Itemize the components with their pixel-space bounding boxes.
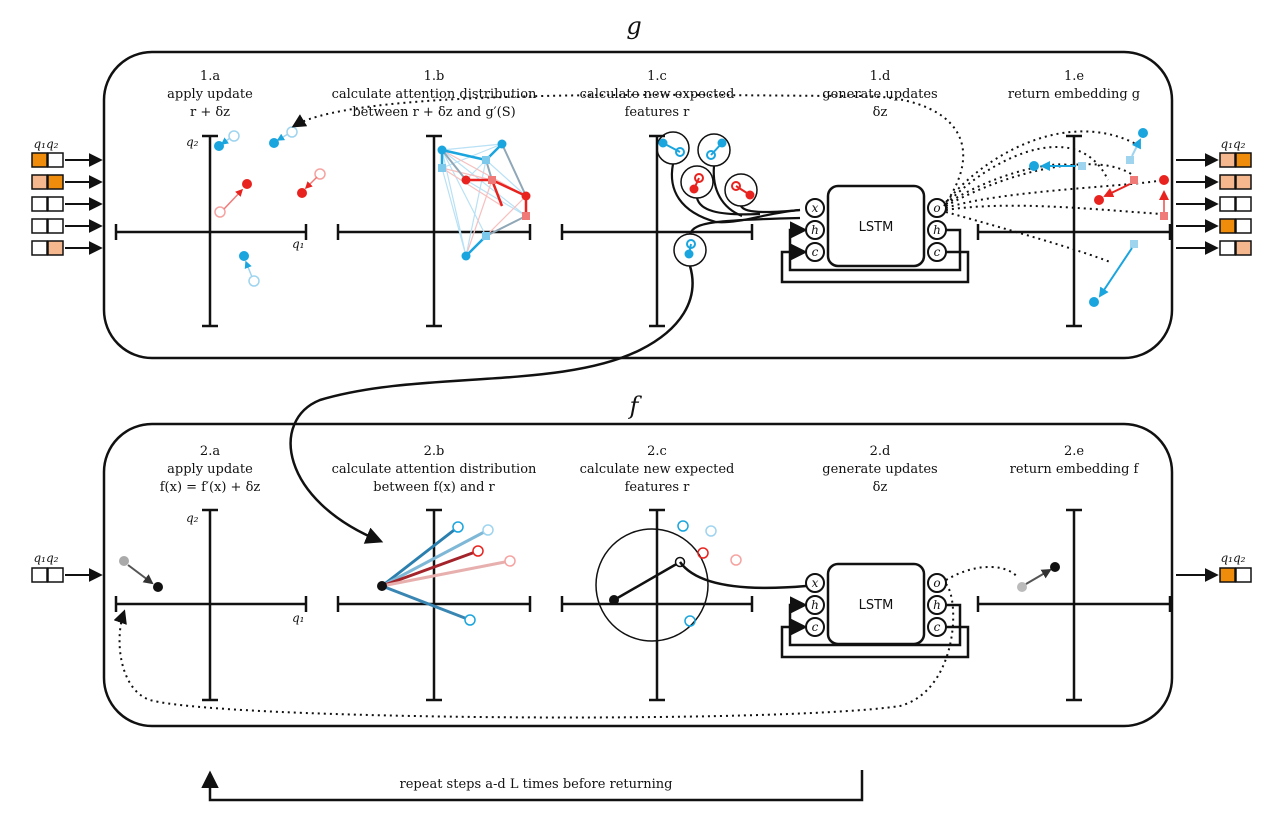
repeat-text: repeat steps a-d L times before returnin… (400, 777, 673, 792)
lstm-in-c-f: c (812, 620, 819, 634)
step-1d-line1: generate updates (822, 87, 937, 102)
step-1b-line1: calculate attention distribution (332, 87, 537, 102)
axes-2e (976, 508, 1172, 702)
output-2e (945, 562, 1060, 592)
attention-web-1b (437, 139, 531, 261)
lstm-block-f: LSTM x h c o h c (780, 562, 970, 659)
step-2c-line1: calculate new expected (580, 462, 735, 477)
step-1e-line1: return embedding g (1008, 87, 1140, 102)
lstm-in-x-f: x (812, 576, 819, 590)
io-header-in-g: q₁q₂ (34, 137, 59, 151)
io-vectors-g: q₁q₂ q₁q₂ (31, 137, 1252, 256)
axes-2a (114, 508, 308, 702)
lstm-out-o-f: o (933, 576, 940, 590)
step-1c-id: 1.c (647, 69, 667, 84)
axes-1e (976, 134, 1172, 328)
axes-2c (560, 508, 754, 702)
step-2b-line1: calculate attention distribution (332, 462, 537, 477)
title-f: f (628, 392, 643, 420)
step-1a-id: 1.a (200, 69, 220, 84)
step-2e-id: 2.e (1064, 444, 1084, 459)
step-2c-id: 2.c (647, 444, 667, 459)
axes-1c (560, 134, 754, 328)
lstm-label-f: LSTM (859, 598, 894, 613)
axes-1b (336, 134, 532, 328)
step-2a-line2: f(x) = f′(x) + δz (160, 480, 261, 495)
step-labels-f: 2.a apply update f(x) = f′(x) + δz 2.b c… (160, 444, 1140, 495)
attention-rays-2b (377, 521, 516, 626)
step-2d-line1: generate updates (822, 462, 937, 477)
axis-label-q1-2a: q₁ (292, 611, 305, 625)
outputs-1e (945, 128, 1169, 307)
step-1d-line2: δz (873, 105, 888, 120)
feedback-loop-g (291, 93, 965, 207)
step-2d-id: 2.d (870, 444, 891, 459)
lstm-label-g: LSTM (859, 220, 894, 235)
axis-label-q2-1a: q₂ (186, 135, 199, 149)
step-1a-line2: r + δz (190, 105, 230, 120)
step-2b-id: 2.b (424, 444, 445, 459)
axes-1a (114, 134, 308, 328)
lstm-out-h-f: h (933, 598, 941, 612)
repeat-bracket: repeat steps a-d L times before returnin… (201, 770, 864, 802)
lstm-out-c-f: c (934, 620, 941, 634)
io-vectors-f: q₁q₂ q₁q₂ (31, 551, 1252, 583)
title-g: g (626, 12, 641, 40)
points-1a (214, 126, 326, 287)
lstm-out-h-g: h (933, 223, 941, 237)
lstm-block-g: LSTM x h c o h c (780, 184, 970, 284)
step-1e-id: 1.e (1064, 69, 1084, 84)
lstm-in-h-g: h (811, 223, 819, 237)
expected-features-2c (595, 520, 807, 642)
step-2a-id: 2.a (200, 444, 220, 459)
step-1d-id: 1.d (870, 69, 891, 84)
lstm-in-h-f: h (811, 598, 819, 612)
step-1c-line2: features r (625, 105, 691, 120)
lstm-in-c-g: c (812, 245, 819, 259)
step-2d-line2: δz (873, 480, 888, 495)
point-update-2a (119, 556, 163, 592)
step-labels-g: 1.a apply update r + δz 1.b calculate at… (167, 69, 1140, 120)
link-r-to-2b (289, 265, 694, 544)
step-2c-line2: features r (625, 480, 691, 495)
step-1a-line1: apply update (167, 87, 253, 102)
lstm-in-x-g: x (812, 201, 819, 215)
step-1b-id: 1.b (424, 69, 445, 84)
expected-features-1c (656, 131, 801, 267)
panel-g-frame (102, 50, 1174, 360)
step-2a-line1: apply update (167, 462, 253, 477)
feedback-loop-f (113, 583, 955, 719)
io-header-in-f: q₁q₂ (34, 551, 59, 565)
step-2e-line1: return embedding f (1010, 462, 1140, 477)
panel-f-frame (102, 422, 1174, 728)
lstm-out-o-g: o (933, 201, 940, 215)
io-header-out-g: q₁q₂ (1221, 137, 1246, 151)
lstm-box-g (826, 184, 926, 268)
step-1b-line2: between r + δz and g′(S) (352, 105, 515, 120)
axis-label-q2-2a: q₂ (186, 511, 199, 525)
io-header-out-f: q₁q₂ (1221, 551, 1246, 565)
lstm-out-c-g: c (934, 245, 941, 259)
step-2b-line2: between f(x) and r (373, 480, 495, 495)
axis-label-q1-1a: q₁ (292, 237, 305, 251)
